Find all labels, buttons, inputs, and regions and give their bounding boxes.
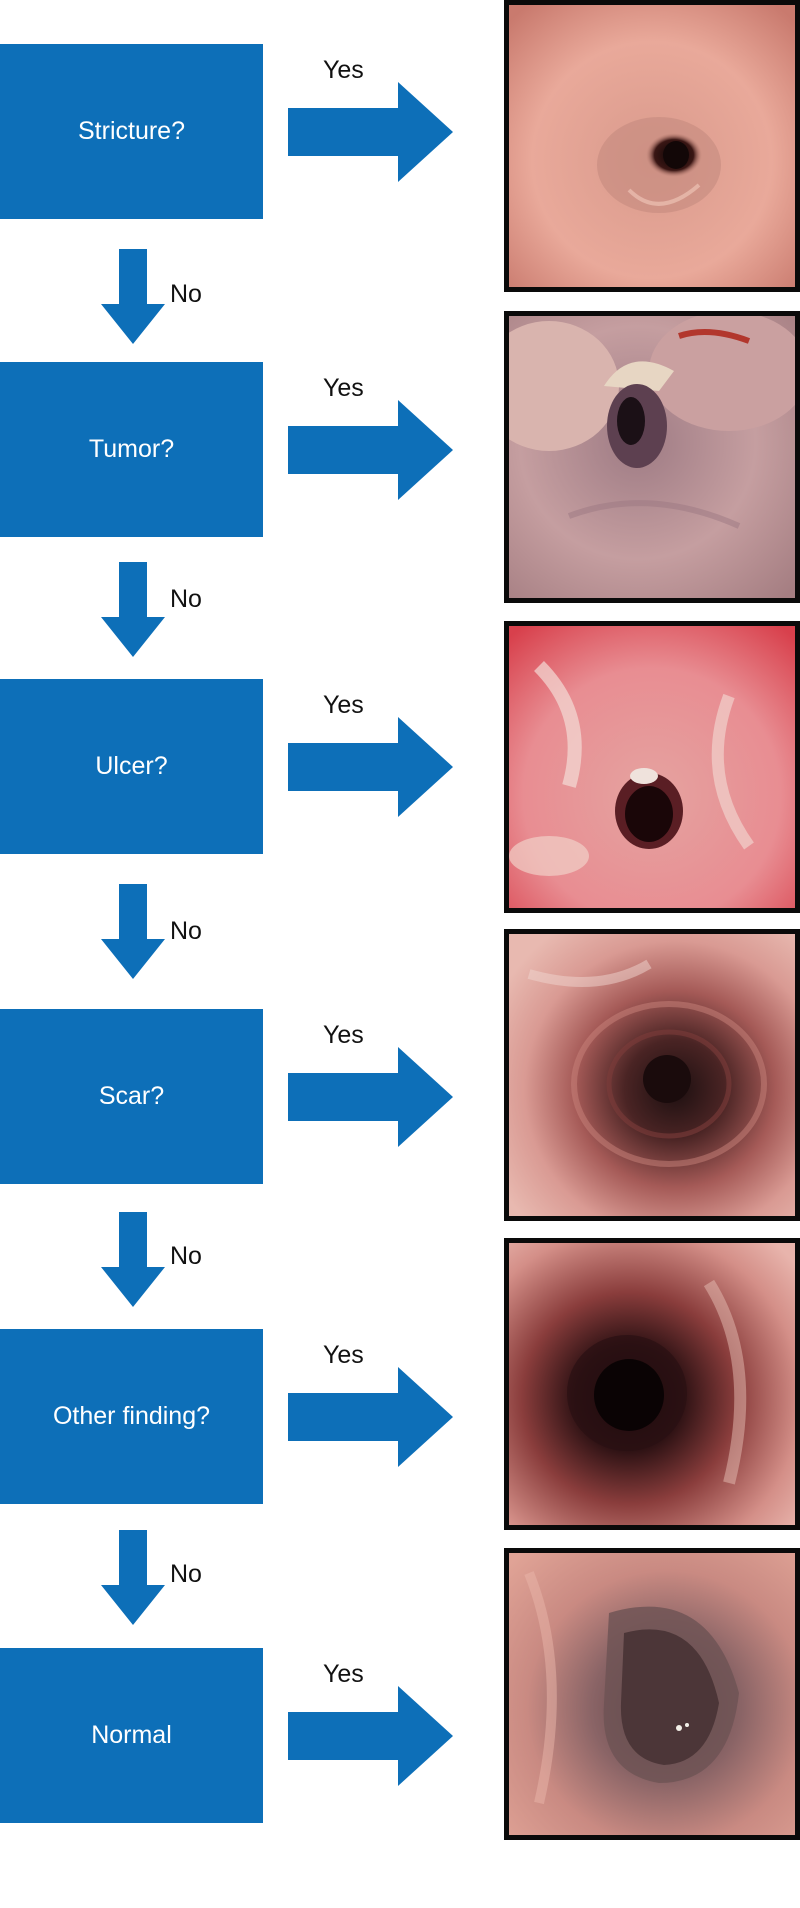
flow-row-normal: Normal Yes xyxy=(0,1648,800,1908)
no-label: No xyxy=(170,1242,202,1270)
decision-box-normal: Normal xyxy=(0,1648,263,1823)
flow-row-tumor: Tumor? Yes xyxy=(0,362,800,622)
endoscopy-image-other-finding xyxy=(504,1238,800,1530)
yes-label: Yes xyxy=(323,1021,364,1049)
endoscopy-normal-photo xyxy=(509,1553,795,1835)
no-label: No xyxy=(170,917,202,945)
no-label: No xyxy=(170,280,202,308)
yes-label: Yes xyxy=(323,374,364,402)
endoscopy-image-scar xyxy=(504,929,800,1221)
no-label: No xyxy=(170,1560,202,1588)
endoscopy-stricture-photo xyxy=(509,5,795,287)
decision-box-ulcer: Ulcer? xyxy=(0,679,263,854)
decision-box-other-finding: Other finding? xyxy=(0,1329,263,1504)
no-arrow-icon xyxy=(101,884,165,979)
decision-label: Tumor? xyxy=(88,435,175,463)
no-arrow-icon xyxy=(101,1530,165,1625)
yes-arrow-icon xyxy=(288,1367,453,1467)
yes-arrow-icon xyxy=(288,1047,453,1147)
yes-label: Yes xyxy=(323,691,364,719)
decision-box-tumor: Tumor? xyxy=(0,362,263,537)
decision-label: Normal xyxy=(91,1721,172,1749)
endoscopy-image-normal xyxy=(504,1548,800,1840)
endoscopy-image-tumor xyxy=(504,311,800,603)
flow-row-stricture: Stricture? Yes xyxy=(0,44,800,304)
yes-arrow-icon xyxy=(288,717,453,817)
decision-label: Scar? xyxy=(98,1082,165,1110)
flow-row-other-finding: Other finding? Yes xyxy=(0,1329,800,1589)
decision-label: Ulcer? xyxy=(95,752,168,780)
yes-label: Yes xyxy=(323,1341,364,1369)
decision-label: Stricture? xyxy=(78,117,185,145)
decision-box-stricture: Stricture? xyxy=(0,44,263,219)
flow-row-scar: Scar? Yes xyxy=(0,1009,800,1269)
endoscopy-scar-photo xyxy=(509,934,795,1216)
yes-label: Yes xyxy=(323,1660,364,1688)
endoscopy-tumor-photo xyxy=(509,316,795,598)
no-label: No xyxy=(170,585,202,613)
decision-box-scar: Scar? xyxy=(0,1009,263,1184)
no-arrow-icon xyxy=(101,562,165,657)
endoscopy-image-stricture xyxy=(504,0,800,292)
decision-label: Other finding? xyxy=(52,1402,211,1430)
no-arrow-icon xyxy=(101,249,165,344)
yes-arrow-icon xyxy=(288,1686,453,1786)
yes-arrow-icon xyxy=(288,400,453,500)
flow-row-ulcer: Ulcer? Yes xyxy=(0,679,800,939)
yes-label: Yes xyxy=(323,56,364,84)
yes-arrow-icon xyxy=(288,82,453,182)
no-arrow-icon xyxy=(101,1212,165,1307)
endoscopy-other-finding-photo xyxy=(509,1243,795,1525)
endoscopy-ulcer-photo xyxy=(509,626,795,908)
endoscopy-image-ulcer xyxy=(504,621,800,913)
